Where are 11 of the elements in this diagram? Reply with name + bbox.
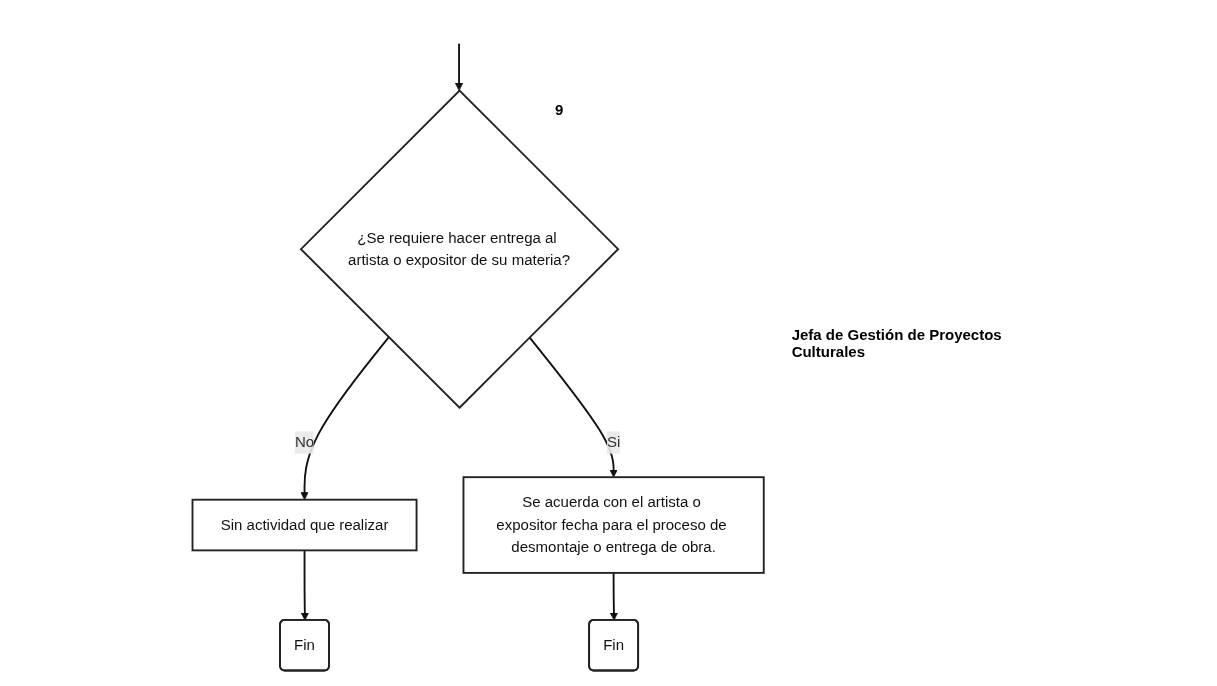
role-label: Jefa de Gestión de Proyectos Culturales [791, 326, 1003, 360]
arrow [528, 336, 619, 478]
edge-label: Si [607, 434, 621, 450]
edge-label: No [295, 434, 315, 450]
arrow [455, 42, 464, 91]
node-box: Sin actividad que realizar [191, 498, 418, 552]
arrow [300, 336, 390, 501]
arrow [301, 549, 310, 621]
arrow [610, 571, 619, 621]
node-box: Se acuerda con el artista o expositor fecha para el proceso de desmontaje o entrega de obra. [462, 476, 766, 574]
step-number: 9 [555, 100, 564, 118]
